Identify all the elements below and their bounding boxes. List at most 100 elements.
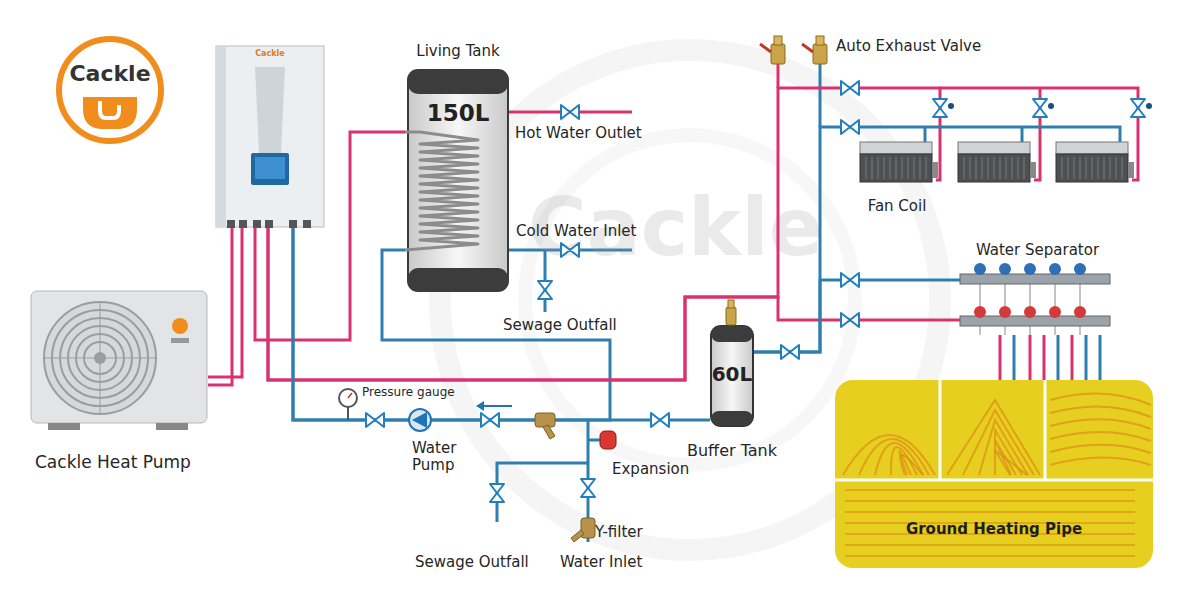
exhaust-valve [802, 44, 813, 52]
water-pump-symbol [409, 409, 431, 431]
indoor-unit [303, 220, 311, 228]
indoor-unit [289, 220, 297, 228]
living-tank [408, 70, 508, 94]
fan-coil-group [890, 157, 891, 179]
living-tank [405, 132, 478, 250]
floor-heating-photo [995, 450, 1027, 475]
indoor-unit: Cackle [215, 45, 325, 228]
fan-coil-group [920, 157, 921, 179]
logo-badge [83, 97, 137, 129]
water-separator [1049, 306, 1061, 318]
fan-coil-group [988, 157, 989, 179]
water-separator [1024, 306, 1036, 318]
floor-heating-photo [979, 420, 1028, 475]
exhaust-valve [760, 44, 771, 52]
valve-symbol [481, 413, 499, 427]
fan-coil-group [1104, 157, 1105, 179]
pressure-gauge [347, 407, 349, 420]
floor-heating-photo [963, 410, 1034, 475]
fan-coil-group [860, 154, 932, 182]
valve-symbol [1048, 103, 1054, 109]
floor-heating-photo [1050, 445, 1151, 453]
fan-coil-group [872, 157, 873, 179]
floor-heating-photo [859, 439, 929, 475]
fan-coil-group [914, 157, 915, 179]
logo-badge [55, 35, 165, 145]
expansion-label: Expansion [612, 461, 689, 478]
inlet-label: Water Inlet [560, 554, 642, 571]
y-filter-symbol [571, 530, 584, 542]
flow-arrow [476, 401, 512, 411]
outlet-label: Hot Water Outlet [515, 125, 642, 142]
floor-heating-photo [1050, 458, 1151, 466]
outdoor-unit: Cackle Heat Pump [30, 290, 208, 475]
fan-coil-group [1080, 157, 1081, 179]
tank-caption: Buffer Tank [670, 442, 794, 460]
red-pipe [508, 111, 632, 114]
valve-symbol [651, 413, 669, 427]
floor-heating-photo [843, 435, 935, 475]
fan-coil-group [866, 157, 867, 179]
buffer-tank [711, 326, 753, 342]
drain-label: Sewage Outfall [503, 317, 617, 334]
valve-symbol [841, 313, 859, 327]
fan-coil-group [896, 157, 897, 179]
water-separator [1049, 263, 1061, 275]
fan-coil-group [926, 157, 927, 179]
floor-heating-photo [845, 544, 1135, 546]
living-tank [405, 40, 511, 292]
supply-pipe [268, 88, 940, 380]
blue-pipe [497, 463, 588, 522]
water-separator [999, 263, 1011, 275]
fan-coil-group [1012, 157, 1013, 179]
y-filter-symbol [535, 413, 595, 542]
outdoor-unit [171, 338, 189, 343]
indoor-unit [255, 157, 285, 179]
water-separator [1074, 306, 1086, 318]
logo-badge [59, 39, 161, 141]
water-separator: Water Separator [960, 242, 1115, 335]
living-tank [408, 268, 508, 291]
outdoor-unit [100, 302, 101, 414]
valve-symbol [490, 484, 504, 502]
blue-pipe [819, 62, 822, 127]
fan-coil-group [994, 157, 995, 179]
y-filter-symbol [581, 518, 595, 538]
water-separator [1024, 263, 1036, 275]
expansion-tank [600, 431, 616, 449]
watermark-ring [525, 135, 855, 465]
fan-coil-group [1030, 162, 1036, 178]
supply-pipe [268, 228, 960, 380]
exhaust-valve [816, 36, 824, 45]
expansion-tank [600, 431, 616, 449]
water-separator [974, 306, 986, 318]
gauge-label: Pressure gauge [362, 386, 455, 400]
water-pump-symbol [409, 409, 431, 431]
buffer-tank [711, 411, 753, 426]
water-separator [960, 274, 1110, 284]
separator-heading: Water Separator [950, 242, 1125, 259]
fan-coil-group [976, 157, 977, 179]
red-pipe [208, 228, 242, 377]
drain-label: Sewage Outfall [415, 554, 529, 571]
logo-text: Cackle [55, 61, 165, 86]
floor-heating-photo [1050, 394, 1151, 405]
red-pipe [777, 62, 780, 88]
fan-coil-group [1062, 157, 1063, 179]
floor-heating-photo [845, 500, 1135, 502]
outdoor-unit [172, 318, 188, 334]
water-separator [960, 316, 1110, 326]
indoor-unit [255, 67, 285, 153]
water-separator [999, 306, 1011, 318]
fan-coil-group: Fan Coil [855, 118, 1145, 223]
fan-coil-group [1056, 142, 1128, 154]
outdoor-unit [30, 290, 208, 430]
exhaust-valve [760, 36, 827, 64]
exhaust-valve [813, 44, 827, 64]
capacity-text: 150L [405, 100, 511, 126]
indoor-unit [265, 220, 273, 228]
indoor-unit [215, 45, 325, 228]
floor-heating-photo: Ground Heating Pipe [835, 380, 1153, 568]
logo-badge: Cackle [55, 35, 165, 145]
